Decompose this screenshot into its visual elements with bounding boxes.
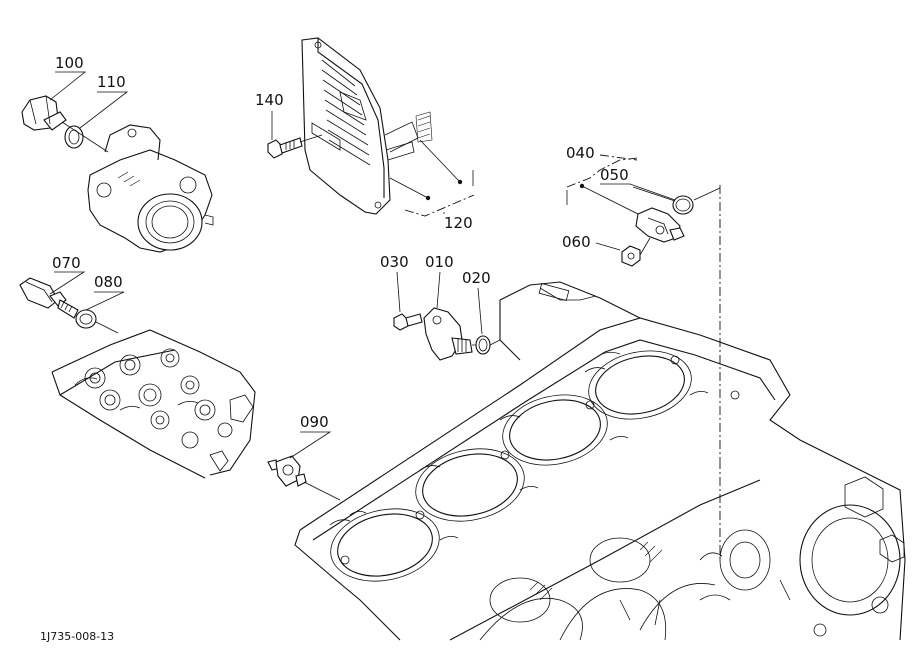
label-140: 140 [255,91,284,109]
part-100-plug [21,95,67,131]
cylinder-block-illustration [294,281,906,641]
label-070: 070 [52,254,81,272]
label-120: 120 [444,214,473,232]
part-110-washer [64,125,84,149]
label-030: 030 [380,253,409,271]
part-080-washer [75,309,97,329]
leader-080 [95,321,119,334]
part-070-sensor [19,277,79,319]
part-040-sensor-group [566,157,694,267]
leader-090 [303,481,341,501]
part-labels: 100 110 140 120 040 050 060 030 010 020 … [49,54,676,459]
label-020: 020 [462,269,491,287]
callout-120 [389,139,475,217]
label-010: 010 [425,253,454,271]
label-110: 110 [97,73,126,91]
cylinder-head-illustration [51,329,256,479]
part-090-switch [267,455,307,487]
label-060: 060 [562,233,591,251]
label-090: 090 [300,413,329,431]
leader-100 [61,121,109,153]
part-140-bolt [267,137,303,159]
label-080: 080 [94,273,123,291]
label-100: 100 [55,54,84,72]
leader-050 [693,187,721,201]
part-010-sensor-group [393,307,501,361]
label-050: 050 [600,166,629,184]
leader-140 [299,134,323,143]
part-120-ecu-illustration [301,37,433,215]
thermostat-housing-illustration [87,124,214,253]
document-id: 1J735-008-13 [40,630,114,643]
label-040: 040 [566,144,595,162]
